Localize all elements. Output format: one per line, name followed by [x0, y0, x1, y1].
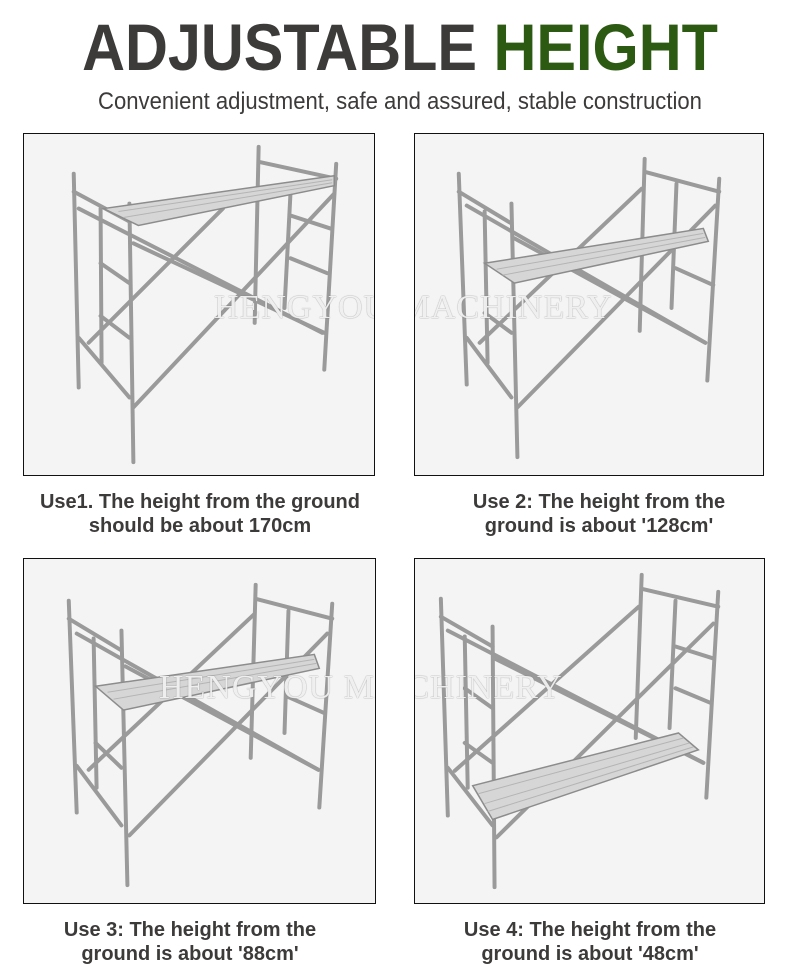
caption-line: Use1. The height from the ground — [39, 491, 360, 513]
caption-line: should be about 170cm — [88, 515, 312, 537]
page-title: ADJUSTABLE HEIGHT — [40, 14, 760, 80]
caption-line: Use 2: The height from the — [472, 491, 726, 513]
scaffold-image-use4: HENGYOU MACHINERY — [414, 558, 765, 904]
caption-use3: Use 3: The height from the ground is abo… — [0, 918, 380, 966]
caption-use1: Use1. The height from the ground should … — [0, 490, 400, 538]
caption-line: ground is about '128cm' — [484, 515, 714, 537]
scaffold-image-use3: HENGYOU MACHINERY — [23, 558, 376, 904]
title-main: ADJUSTABLE — [82, 10, 477, 84]
caption-line: Use 3: The height from the — [63, 919, 317, 941]
scaffold-illustration-icon — [438, 572, 721, 890]
scaffold-image-use1: HENGYOU MACHINERY — [23, 133, 375, 476]
caption-line: Use 4: The height from the — [463, 919, 717, 941]
scaffold-illustration-icon — [456, 156, 722, 460]
caption-line: ground is about '88cm' — [81, 943, 299, 965]
caption-use2: Use 2: The height from the ground is abo… — [400, 490, 798, 538]
title-accent: HEIGHT — [493, 10, 718, 84]
caption-use4: Use 4: The height from the ground is abo… — [400, 918, 780, 966]
caption-line: ground is about '48cm' — [481, 943, 699, 965]
subtitle: Convenient adjustment, safe and assured,… — [98, 88, 702, 115]
scaffold-illustration-icon — [66, 582, 335, 888]
scaffold-illustration-icon — [71, 144, 339, 465]
scaffold-image-use2: HENGYOU MACHINERY — [414, 133, 764, 476]
